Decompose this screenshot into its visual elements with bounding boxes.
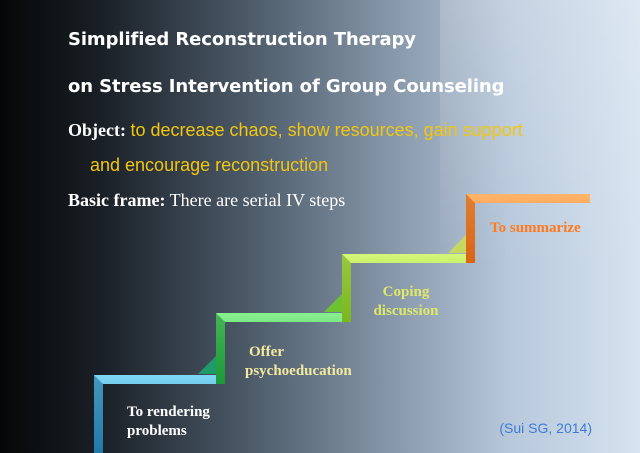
citation: (Sui SG, 2014) <box>499 420 592 436</box>
basic-frame-label: Basic frame: <box>68 190 166 210</box>
step-2-label: Offer psychoeducation <box>245 343 352 381</box>
step-2-label-line1: Offer <box>249 344 284 360</box>
step-1-shape <box>94 375 216 453</box>
slide-title-line2: on Stress Intervention of Group Counseli… <box>68 76 505 97</box>
step-3-label-line2: discussion <box>373 303 439 319</box>
object-text-line2: and encourage reconstruction <box>90 155 329 175</box>
basic-frame-row: Basic frame: There are serial IV steps <box>68 190 345 211</box>
step-connector-3 <box>448 235 466 253</box>
step-4-label: To summarize <box>490 220 581 236</box>
step-4-shape <box>466 194 590 263</box>
step-1-label: To rendering problems <box>127 403 210 441</box>
object-row: Object: to decrease chaos, show resource… <box>68 120 523 141</box>
step-3-label-line1: Coping <box>382 284 430 300</box>
step-1-label-line1: To rendering <box>127 404 210 420</box>
basic-frame-text: There are serial IV steps <box>169 190 346 210</box>
step-3-shape <box>342 254 466 322</box>
object-label: Object: <box>68 120 126 140</box>
step-2-shape <box>216 313 342 384</box>
object-text-line1: to decrease chaos, show resources, gain … <box>130 120 523 140</box>
step-connector-2 <box>324 294 342 312</box>
slide-title-line1: Simplified Reconstruction Therapy <box>68 29 416 50</box>
step-connector-1 <box>198 356 216 374</box>
step-1-label-line2: problems <box>127 423 187 439</box>
step-3-label: Coping discussion <box>366 283 446 321</box>
step-2-label-line2: psychoeducation <box>245 363 352 379</box>
